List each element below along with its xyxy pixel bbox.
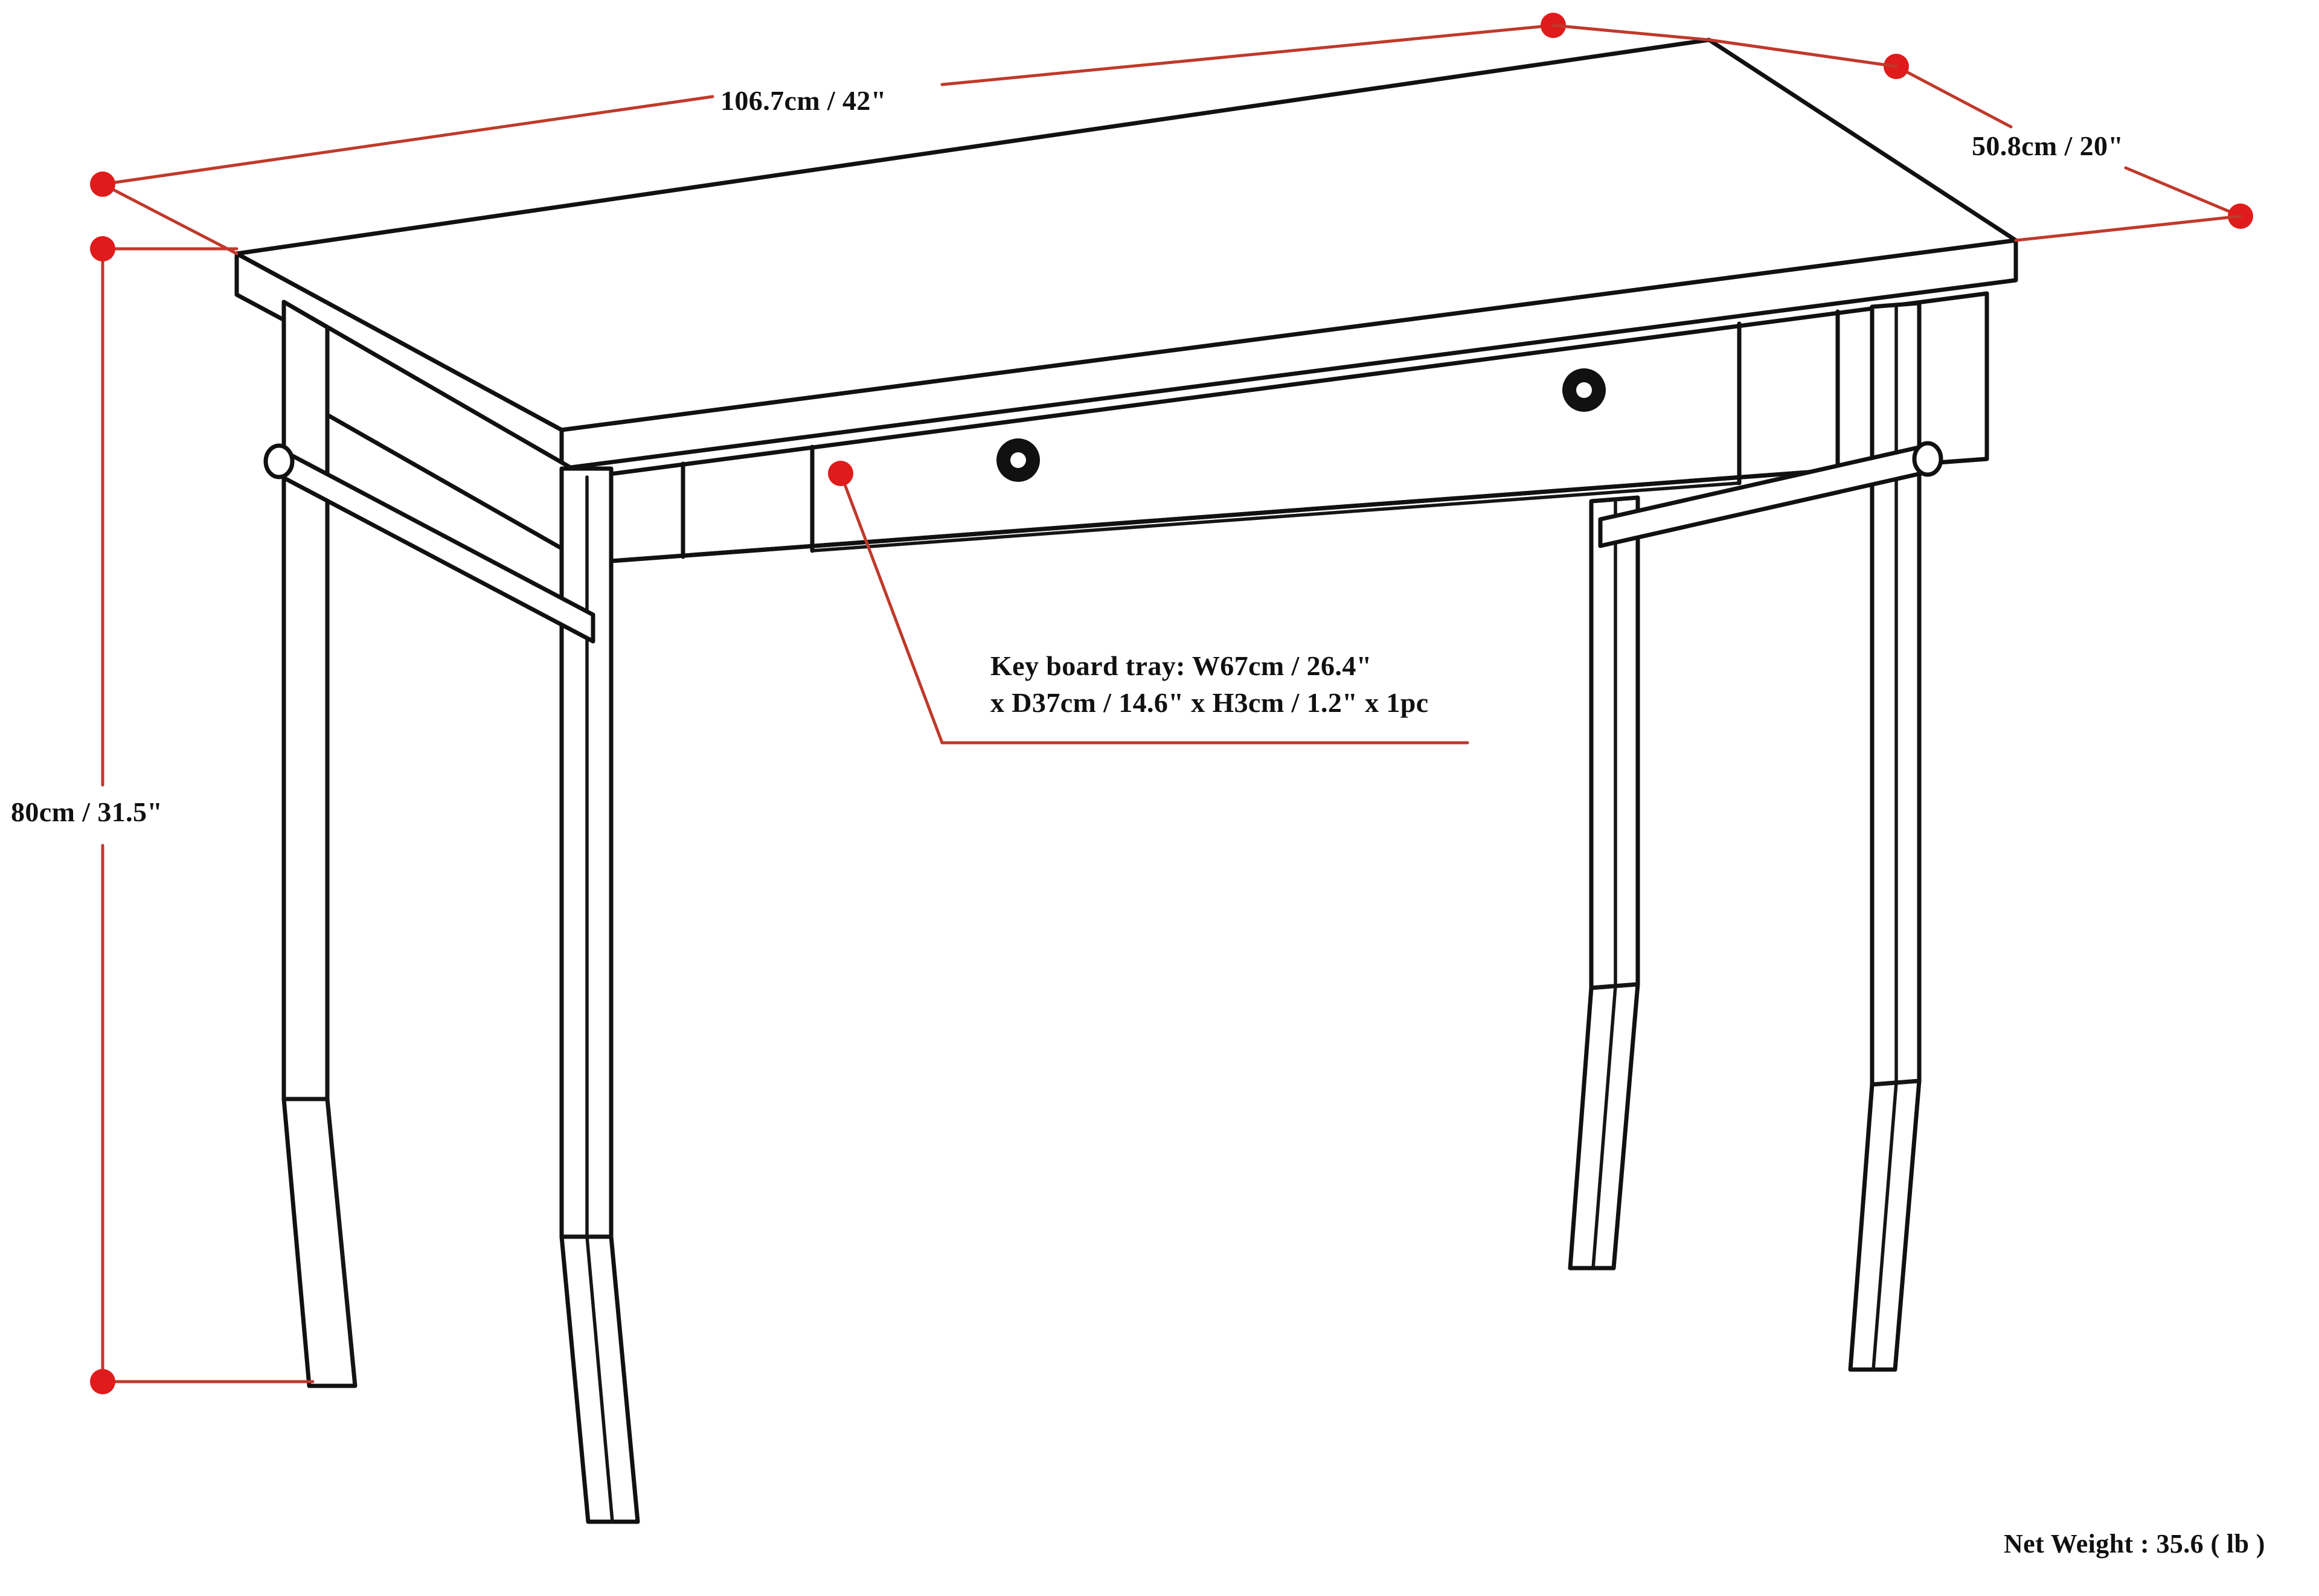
depth-dimension-label: 50.8cm / 20" [1972,130,2124,161]
keyboard-tray-leader-dot [828,461,853,486]
depth-dimension-extension-lower [2014,214,2242,242]
height-dimension-label: 80cm / 31.5" [11,796,163,827]
keyboard-tray-label: Key board tray: W67cm / 26.4" x D37cm / … [990,647,1510,721]
height-dimension-dot-bottom [90,1369,115,1394]
depth-dimension-leader-lower [2124,166,2242,218]
width-dimension-leader-left [101,95,714,186]
apron-group [281,291,1989,565]
height-dimension [90,236,315,1394]
right-stretcher-rail [1598,441,1943,548]
keyboard-tray-label-line1: Key board tray: W67cm / 26.4" [990,650,1372,681]
depth-dimension-leader-upper [1894,65,2013,129]
height-dimension-dot-top [90,236,115,261]
keyboard-tray-label-line2: x D37cm / 14.6" x H3cm / 1.2" x 1pc [990,687,1429,719]
apron-bottom-rail [585,457,1989,565]
front-right-leg [1848,301,1922,1372]
width-dimension-label: 106.7cm / 42" [720,85,887,116]
rear-right-leg [1568,495,1640,1271]
drawer-knob-right[interactable] [1562,368,1606,412]
left-stretcher-rail-cap [263,443,295,479]
front-left-leg-taper [281,1097,358,1388]
width-dimension-dot-left [90,171,115,197]
rear-left-leg [559,466,640,1524]
front-right-leg-break [1870,1079,1921,1086]
width-dimension-extension-left [101,182,239,255]
width-dimension [90,13,1711,255]
width-dimension-extension-right [1551,24,1711,42]
net-weight-label: Net Weight : 35.6 ( lb ) [2004,1529,2265,1559]
drawer-group [681,309,1840,559]
rear-right-leg-break [1589,982,1640,990]
drawer-knob-left[interactable] [996,438,1040,482]
keyboard-tray-leader-line [839,472,944,745]
depth-dimension [1707,38,2253,242]
desk-top-right-edge [559,238,2018,471]
drawer-bottom-line [810,481,1741,553]
keyboard-tray-callout [828,461,1469,745]
depth-dimension-extension-upper [1707,38,1898,68]
front-left-leg-shaft [281,300,330,1101]
front-left-leg [281,300,358,1388]
desk-top-group [234,37,2018,471]
left-stretcher-rail [263,443,595,644]
width-dimension-leader-right [940,24,1555,86]
right-stretcher-rail-cap [1912,441,1943,477]
